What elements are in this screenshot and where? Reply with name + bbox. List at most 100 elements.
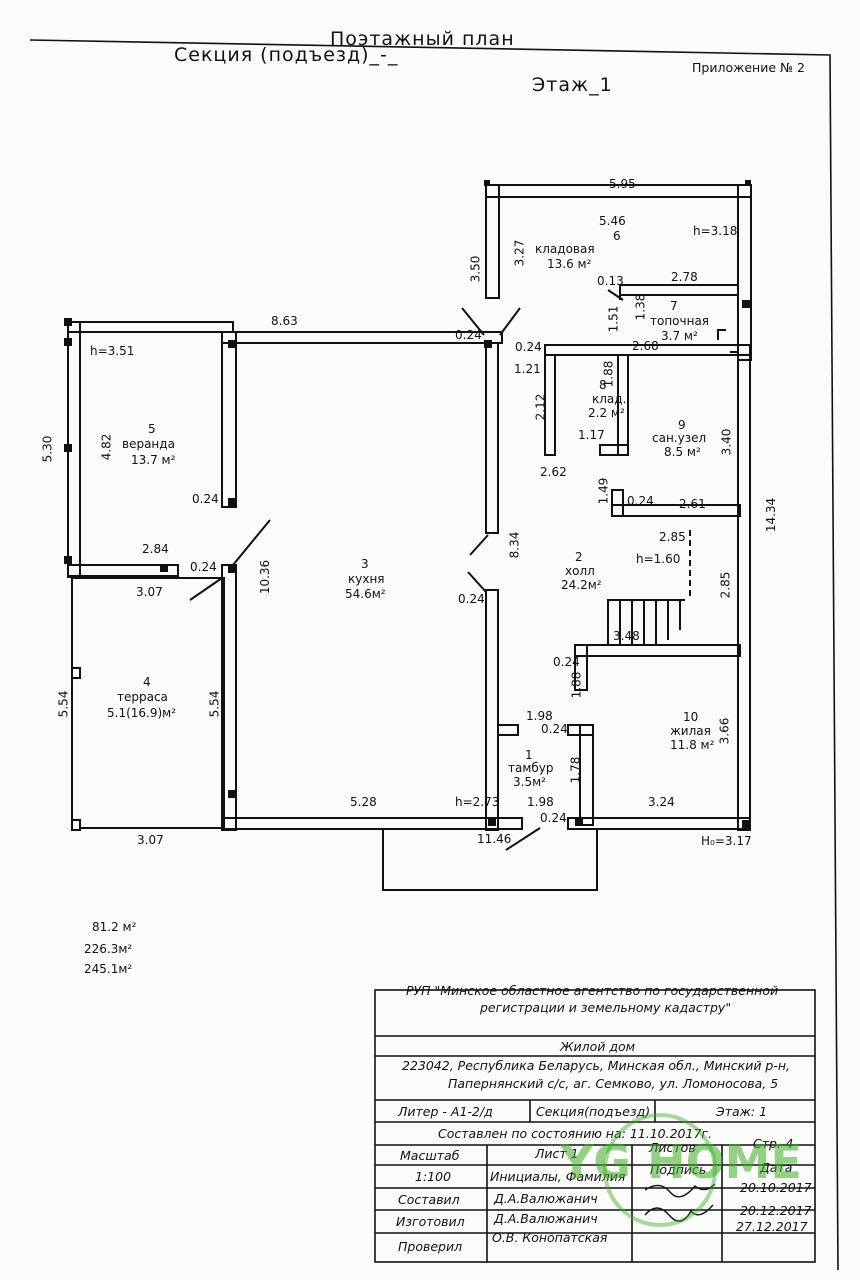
room-2-name: холл bbox=[565, 564, 595, 578]
dim: 0.24 bbox=[541, 722, 568, 736]
dim: 1.17 bbox=[578, 428, 605, 442]
wall-klad-left bbox=[544, 354, 556, 456]
room-10-name: жилая bbox=[670, 724, 711, 738]
title-sign-label: Подпись bbox=[650, 1162, 707, 1177]
dim: 2.62 bbox=[540, 465, 567, 479]
dim: 5.28 bbox=[350, 795, 377, 809]
dim: 5.46 bbox=[599, 214, 626, 228]
signature-composed bbox=[644, 1183, 716, 1198]
title-made-date: 20.12.2017 bbox=[740, 1203, 812, 1218]
dim: h=3.18 bbox=[693, 224, 738, 238]
dim: 3.48 bbox=[613, 629, 640, 643]
room-1-num: 1 bbox=[525, 748, 533, 762]
dim: 1.98 bbox=[527, 795, 554, 809]
room-1-area: 3.5м² bbox=[513, 775, 546, 789]
room-9-area: 8.5 м² bbox=[664, 445, 701, 459]
total-area-2: 226.3м² bbox=[84, 942, 133, 956]
signature-made bbox=[644, 1204, 714, 1222]
title-address-1: 223042, Республика Беларусь, Минская обл… bbox=[402, 1058, 791, 1073]
wall-top-right bbox=[544, 344, 751, 356]
title-made-name: Д.А.Валюжанич bbox=[494, 1211, 598, 1226]
room-7-area: 3.7 м² bbox=[661, 329, 698, 343]
floor-label: Этаж_1 bbox=[532, 74, 613, 96]
room-5-name: веранда bbox=[122, 437, 175, 451]
wall-veranda-right bbox=[221, 331, 237, 508]
title-floor: Этаж: 1 bbox=[716, 1104, 768, 1119]
title-composed-name: Д.А.Валюжанич bbox=[494, 1191, 598, 1206]
title-checked-date: 27.12.2017 bbox=[736, 1219, 808, 1234]
title-liter: Литер - А1-2/д bbox=[398, 1104, 493, 1119]
dim: h=2.73 bbox=[455, 795, 500, 809]
title-state-date: Составлен по состоянию на: 11.10.2017г. bbox=[438, 1126, 712, 1141]
room-3-num: 3 bbox=[361, 557, 369, 571]
room-10-num: 10 bbox=[683, 710, 699, 724]
dim: 3.07 bbox=[136, 585, 163, 599]
room-9-name: сан.узел bbox=[652, 431, 707, 445]
room-4-area: 5.1(16.9)м² bbox=[107, 706, 177, 720]
title-page-label: Стр.-4 bbox=[753, 1136, 794, 1151]
dim: 0.24 bbox=[627, 494, 654, 508]
dim: 0.24 bbox=[190, 560, 217, 574]
room-6-num: 6 bbox=[613, 229, 621, 243]
room-8-num: 8 bbox=[599, 378, 607, 392]
title-object: Жилой дом bbox=[560, 1039, 636, 1054]
room-2-num: 2 bbox=[575, 550, 583, 564]
room-1-name: тамбур bbox=[508, 761, 554, 775]
room-7-name: топочная bbox=[650, 314, 710, 328]
room-10-area: 11.8 м² bbox=[670, 738, 715, 752]
title-scale-value: 1:100 bbox=[415, 1169, 452, 1184]
title-checked-label: Проверил bbox=[398, 1239, 463, 1254]
title-org-2: регистрации и земельному кадастру" bbox=[480, 1000, 732, 1015]
title-initials-label: Инициалы, Фамилия bbox=[490, 1169, 626, 1184]
dim: 3.07 bbox=[137, 833, 164, 847]
title-composed-date: 20.10.2017 bbox=[740, 1180, 812, 1195]
total-area-3: 245.1м² bbox=[84, 962, 133, 976]
total-area-1: 81.2 м² bbox=[92, 920, 137, 934]
room-4-name: терраса bbox=[117, 690, 168, 704]
dim: 0.24 bbox=[192, 492, 219, 506]
dim: 0.24 bbox=[515, 340, 542, 354]
title-made-label: Изготовил bbox=[396, 1214, 465, 1229]
room-4-num: 4 bbox=[143, 675, 151, 689]
title-address-2: Папернянский с/с, аг. Семково, ул. Ломон… bbox=[448, 1076, 779, 1091]
dim: 2.68 bbox=[632, 339, 659, 353]
dim: 11.46 bbox=[477, 832, 512, 846]
dim: 1.21 bbox=[514, 362, 541, 376]
room-5-area: 13.7 м² bbox=[131, 453, 176, 467]
room-8-name: клад. bbox=[592, 392, 627, 406]
title-date-label: Дата bbox=[760, 1160, 793, 1175]
title-composed-label: Составил bbox=[398, 1192, 460, 1207]
dim: 2.61 bbox=[679, 497, 706, 511]
room-6-area: 13.6 м² bbox=[547, 257, 592, 271]
title-sheet-label: Лист 1 bbox=[535, 1146, 579, 1161]
room-5-num: 5 bbox=[148, 422, 156, 436]
room-3-name: кухня bbox=[348, 572, 385, 586]
wall-right-outer bbox=[737, 354, 751, 831]
dim: 0.24 bbox=[540, 811, 567, 825]
title-org: РУП "Минское областное агентство по госу… bbox=[406, 983, 779, 998]
dim: 1.98 bbox=[526, 709, 553, 723]
dim: 8.63 bbox=[271, 314, 298, 328]
title-checked-name: О.В. Конопатская bbox=[492, 1230, 608, 1245]
dim: 2.78 bbox=[671, 270, 698, 284]
dim: h=1.60 bbox=[636, 552, 681, 566]
room-7-num: 7 bbox=[670, 299, 678, 313]
wall-kitchen-right-lower bbox=[485, 589, 499, 831]
dim: 5.95 bbox=[609, 177, 636, 191]
appendix-label: Приложение № 2 bbox=[692, 60, 805, 75]
dim: 3.24 bbox=[648, 795, 675, 809]
watermark-logo: YG HOME bbox=[560, 1135, 802, 1189]
title-scale-label: Масштаб bbox=[400, 1148, 460, 1163]
title-section: Секция(подъезд) bbox=[536, 1104, 651, 1119]
room-3-area: 54.6м² bbox=[345, 587, 386, 601]
dim: 2.84 bbox=[142, 542, 169, 556]
room-9-num: 9 bbox=[678, 418, 686, 432]
room-8-area: 2.2 м² bbox=[588, 406, 625, 420]
sheet-frame bbox=[29, 39, 839, 1271]
dim: 2.85 bbox=[659, 530, 686, 544]
section-label: Секция (подъезд)_-_ bbox=[174, 44, 399, 66]
